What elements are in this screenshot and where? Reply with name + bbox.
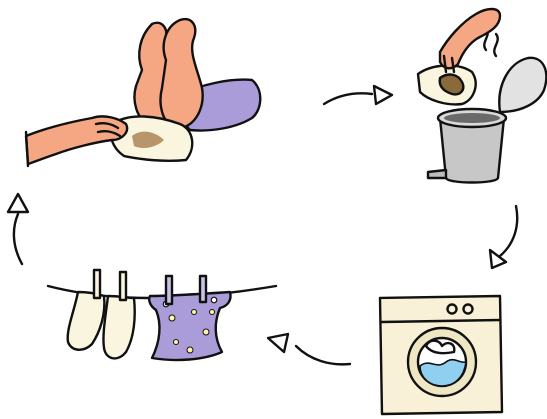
- clothespin-4: [198, 274, 208, 304]
- baby-leg-right: [159, 17, 204, 130]
- cycle-arrow-dry-to-change: [6, 192, 30, 266]
- trash-bin-icon: [416, 7, 547, 184]
- parent-arm: [24, 115, 129, 166]
- diaper-polka-dots: [168, 309, 215, 354]
- bin-opening: [444, 113, 500, 123]
- drum-water: [419, 358, 467, 387]
- cycle-arrow-wash-to-dry: [266, 332, 352, 366]
- machine-panel-line: [380, 318, 502, 324]
- cycle-arrow-change-to-dispose: [322, 84, 394, 106]
- drying-cloth-diaper: [148, 290, 232, 362]
- drying-insert-right: [102, 294, 136, 360]
- machine-knob-2: [462, 303, 474, 315]
- clothesline-icon: [46, 268, 278, 362]
- sleeve-cuff: [24, 130, 30, 168]
- bin-pedal: [426, 168, 448, 180]
- washing-machine-icon: [378, 294, 504, 416]
- clothespin-3: [164, 274, 174, 306]
- waste-blob: [438, 73, 465, 96]
- drying-insert-left: [66, 290, 106, 351]
- parent-fingers: [94, 122, 122, 138]
- bin-lid: [498, 56, 547, 114]
- clothespin-1: [92, 268, 102, 300]
- machine-knob-1: [446, 303, 458, 315]
- cycle-arrow-dispose-to-wash: [488, 204, 519, 270]
- diaper-stain: [132, 131, 164, 148]
- diaper-change-icon: [24, 17, 262, 168]
- clothespin-2: [118, 270, 128, 302]
- dropping-fingers: [442, 54, 456, 74]
- drum-foam: [424, 339, 456, 355]
- dropping-hand: [438, 7, 502, 70]
